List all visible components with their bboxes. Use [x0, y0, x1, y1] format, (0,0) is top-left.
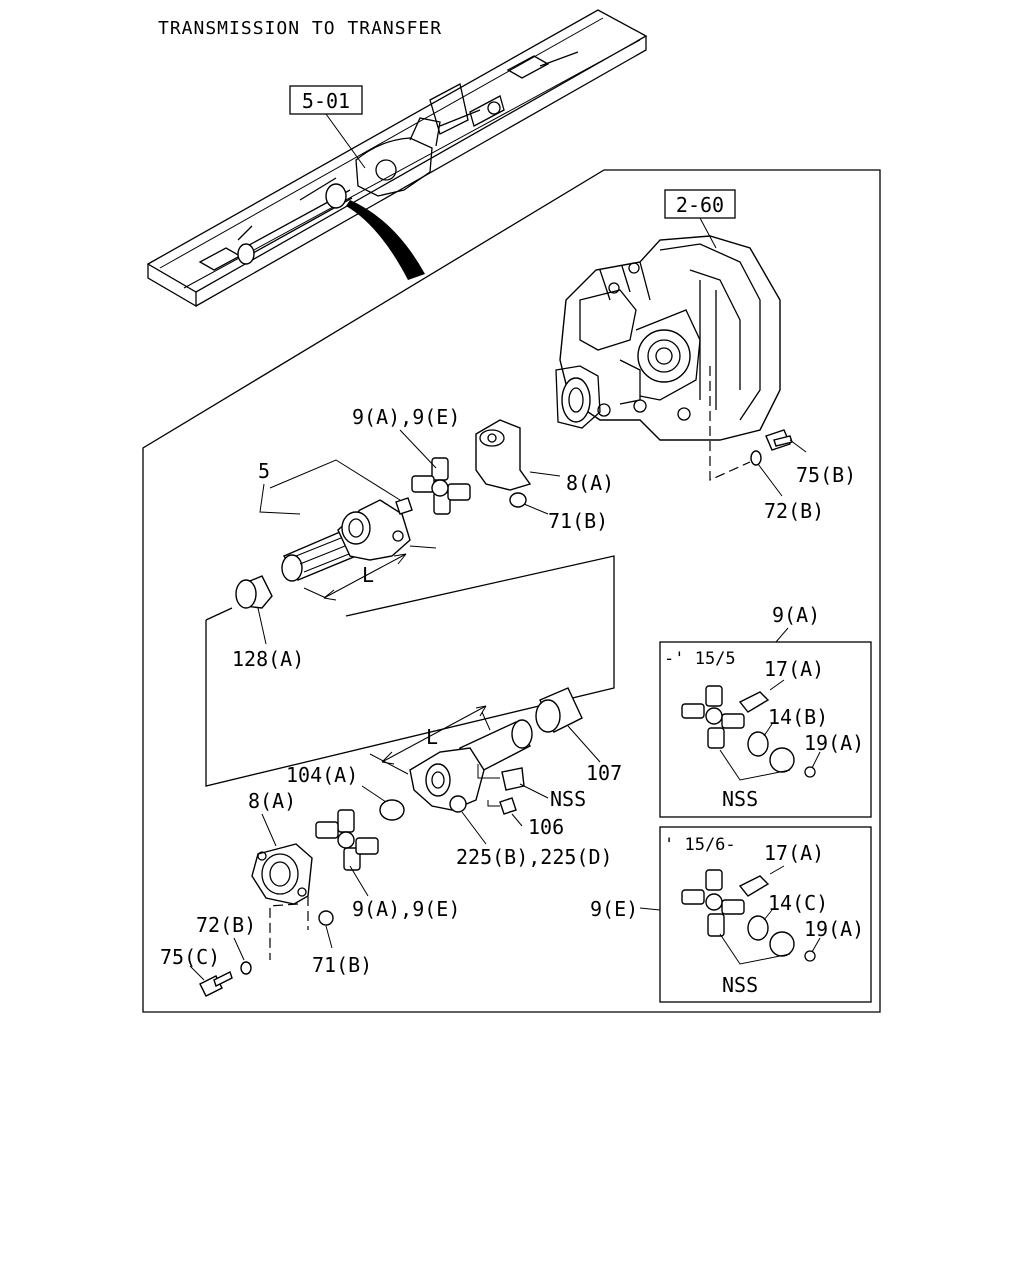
callout-72b-bottom: 72(B): [196, 913, 256, 937]
callout-8a-bottom: 8(A): [248, 789, 296, 813]
callout-nss-mid: NSS: [550, 787, 586, 811]
flange-yoke-bottom: [251, 843, 313, 905]
callout-107: 107: [586, 761, 622, 785]
inset-a-19a: 19(A): [804, 731, 864, 755]
bolt-75b: [765, 429, 793, 451]
tube-yoke-225: [409, 719, 533, 813]
boot-107: [535, 687, 583, 733]
callout-225: 225(B),225(D): [456, 845, 613, 869]
universal-joint-cross-bottom: [315, 809, 379, 871]
inset-a-period: -' 15/5: [664, 649, 736, 669]
inset-a-fitting: [738, 691, 770, 713]
inset-e-14c: 14(C): [768, 891, 828, 915]
splined-shaft-5: [281, 497, 413, 582]
frame-ref-label: 5-01: [302, 89, 350, 113]
nut-71b-bottom: [318, 910, 334, 926]
inset-e-bearing-cup: [769, 931, 795, 957]
inset-e-nss: NSS: [722, 973, 758, 997]
callout-9a-9e-bottom: 9(A),9(E): [352, 897, 460, 921]
callout-72b-top: 72(B): [764, 499, 824, 523]
inset-e-clip: [804, 950, 816, 962]
callout-75c: 75(C): [160, 945, 220, 969]
inset-e-fitting: [738, 875, 770, 897]
inset-e-header: 9(E): [590, 897, 638, 921]
inset-e-bearing-ring: [747, 915, 769, 941]
flange-yoke-top: [475, 419, 532, 491]
washer-72b-top: [750, 450, 762, 466]
callout-128a: 128(A): [232, 647, 304, 671]
inset-a-header: 9(A): [772, 603, 820, 627]
callout-length-bottom: L: [426, 725, 438, 749]
callout-71b-top: 71(B): [548, 509, 608, 533]
transmission-drawing: [555, 235, 781, 441]
callout-length-top: L: [362, 563, 374, 587]
inset-a-17a: 17(A): [764, 657, 824, 681]
inset-a-14b: 14(B): [768, 705, 828, 729]
callout-104a: 104(A): [286, 763, 358, 787]
nut-71b-top: [509, 492, 527, 508]
plate-104a: [379, 799, 405, 821]
callout-75b: 75(B): [796, 463, 856, 487]
assembly-grouping-line: [205, 555, 615, 787]
vehicle-frame-overview: [146, 9, 648, 308]
inset-e-19a: 19(A): [804, 917, 864, 941]
callout-106: 106: [528, 815, 564, 839]
callout-5: 5: [258, 459, 270, 483]
boot-128a: [235, 575, 273, 609]
inset-a-nss: NSS: [722, 787, 758, 811]
washer-72b-bottom: [240, 961, 252, 975]
inset-a-cross: [681, 685, 745, 749]
inset-e-cross: [681, 869, 745, 937]
inset-e-17a: 17(A): [764, 841, 824, 865]
diagram-title: TRANSMISSION TO TRANSFER: [158, 18, 442, 39]
callout-8a-top: 8(A): [566, 471, 614, 495]
callout-71b-bottom: 71(B): [312, 953, 372, 977]
inset-a-bearing-cup: [769, 747, 795, 773]
callout-9a-9e-top: 9(A),9(E): [352, 405, 460, 429]
detail-frame-border: [142, 169, 881, 1013]
transmission-ref-label: 2-60: [676, 193, 724, 217]
grease-fitting-106: [487, 797, 517, 815]
inset-a-bearing-ring: [747, 731, 769, 757]
nss-plate: [501, 767, 525, 791]
inset-e-period: ' 15/6-: [664, 835, 736, 855]
inset-9a-box: [659, 641, 872, 818]
universal-joint-cross-top: [411, 457, 471, 515]
bolt-75c: [199, 971, 233, 997]
inset-a-clip: [804, 766, 816, 778]
inset-9e-box: [659, 826, 872, 1003]
